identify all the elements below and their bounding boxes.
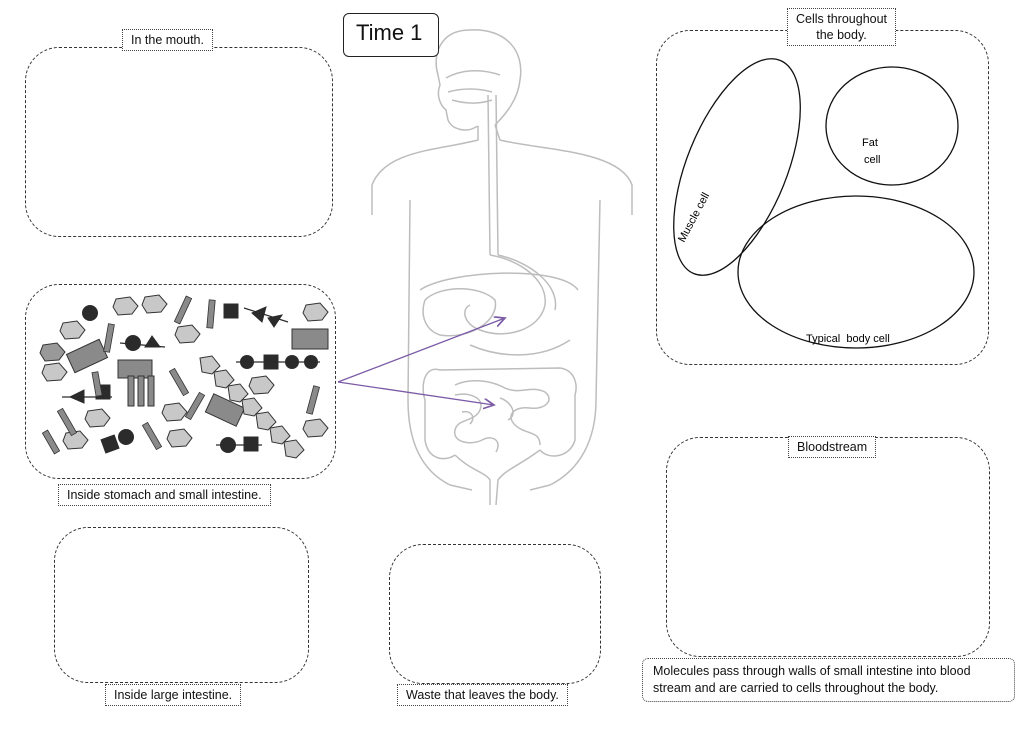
cells-label-line2: the body. — [816, 28, 867, 42]
bloodstream-label: Bloodstream — [788, 436, 877, 458]
large-intestine-box — [54, 527, 309, 683]
stomach-label: Inside stomach and small intestine. — [58, 484, 271, 506]
mouth-box — [25, 47, 333, 237]
waste-label: Waste that leaves the body. — [397, 684, 568, 706]
cells-label-line1: Cells throughout — [796, 12, 888, 26]
arrow-to-stomach — [337, 318, 505, 383]
arrow-to-small-intestine — [337, 381, 494, 405]
bloodstream-box — [666, 437, 990, 657]
transport-description-line2: stream and are carried to cells througho… — [653, 681, 939, 695]
cells-box — [656, 30, 989, 365]
waste-box — [389, 544, 601, 684]
stomach-box — [25, 284, 336, 479]
mouth-label: In the mouth. — [122, 29, 213, 51]
large-intestine-label: Inside large intestine. — [105, 684, 242, 706]
transport-description-line1: Molecules pass through walls of small in… — [653, 664, 971, 678]
cells-label: Cells throughout the body. — [787, 8, 897, 46]
transport-description: Molecules pass through walls of small in… — [642, 658, 1015, 702]
time-title: Time 1 — [343, 13, 439, 57]
